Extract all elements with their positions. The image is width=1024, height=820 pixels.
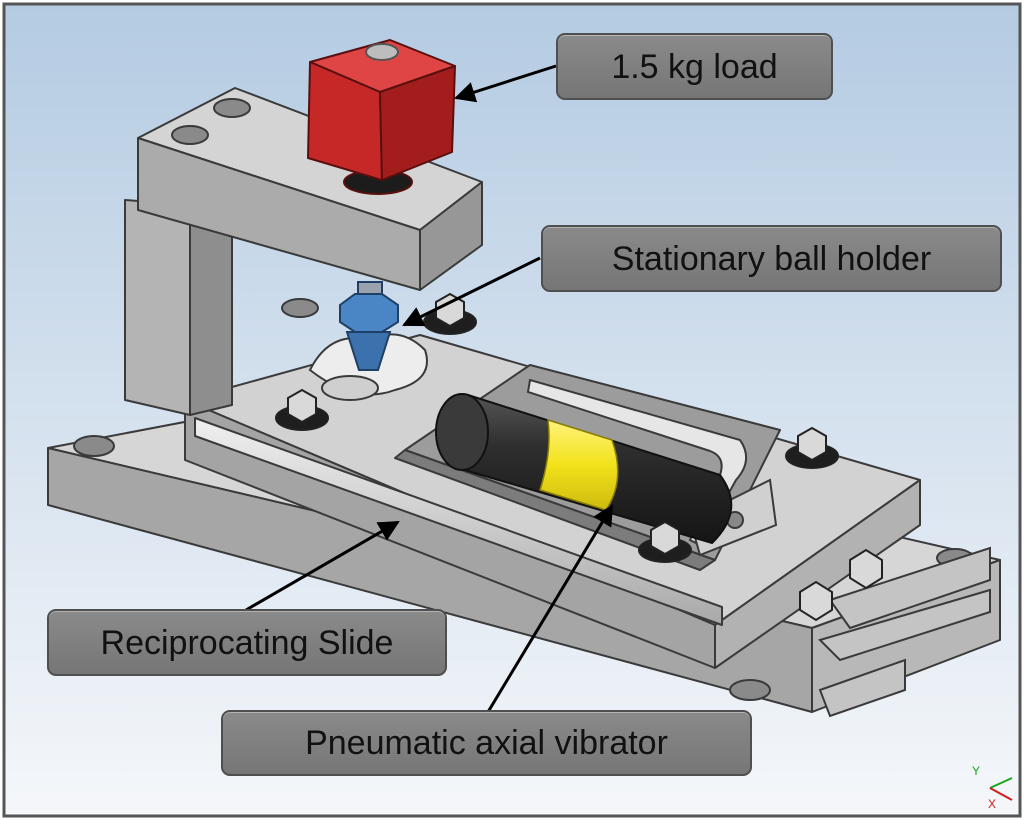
reciprocating-slide-label: Reciprocating Slide xyxy=(47,609,447,676)
bolt xyxy=(638,520,692,563)
bolt xyxy=(275,388,329,431)
side-bracket xyxy=(818,546,991,718)
axis-triad-y-letter: Y xyxy=(972,764,980,778)
load-weight xyxy=(307,39,456,195)
load-label: 1.5 kg load xyxy=(556,33,833,100)
arrow-ball-holder xyxy=(402,256,541,327)
hex-bolts xyxy=(275,292,883,622)
arrow-slide xyxy=(245,520,400,612)
leader-arrows xyxy=(245,64,614,713)
arrow-vibrator xyxy=(486,504,614,713)
stationary-ball-holder xyxy=(339,281,399,371)
bolt xyxy=(785,426,839,469)
side-bolt xyxy=(799,548,883,622)
ball-holder-label: Stationary ball holder xyxy=(541,225,1002,292)
axis-triad: Y X xyxy=(972,764,1013,811)
axis-triad-x-letter: X xyxy=(988,797,996,811)
arrow-load xyxy=(453,64,557,103)
support-column xyxy=(124,194,233,416)
vibrator-label: Pneumatic axial vibrator xyxy=(221,710,752,776)
